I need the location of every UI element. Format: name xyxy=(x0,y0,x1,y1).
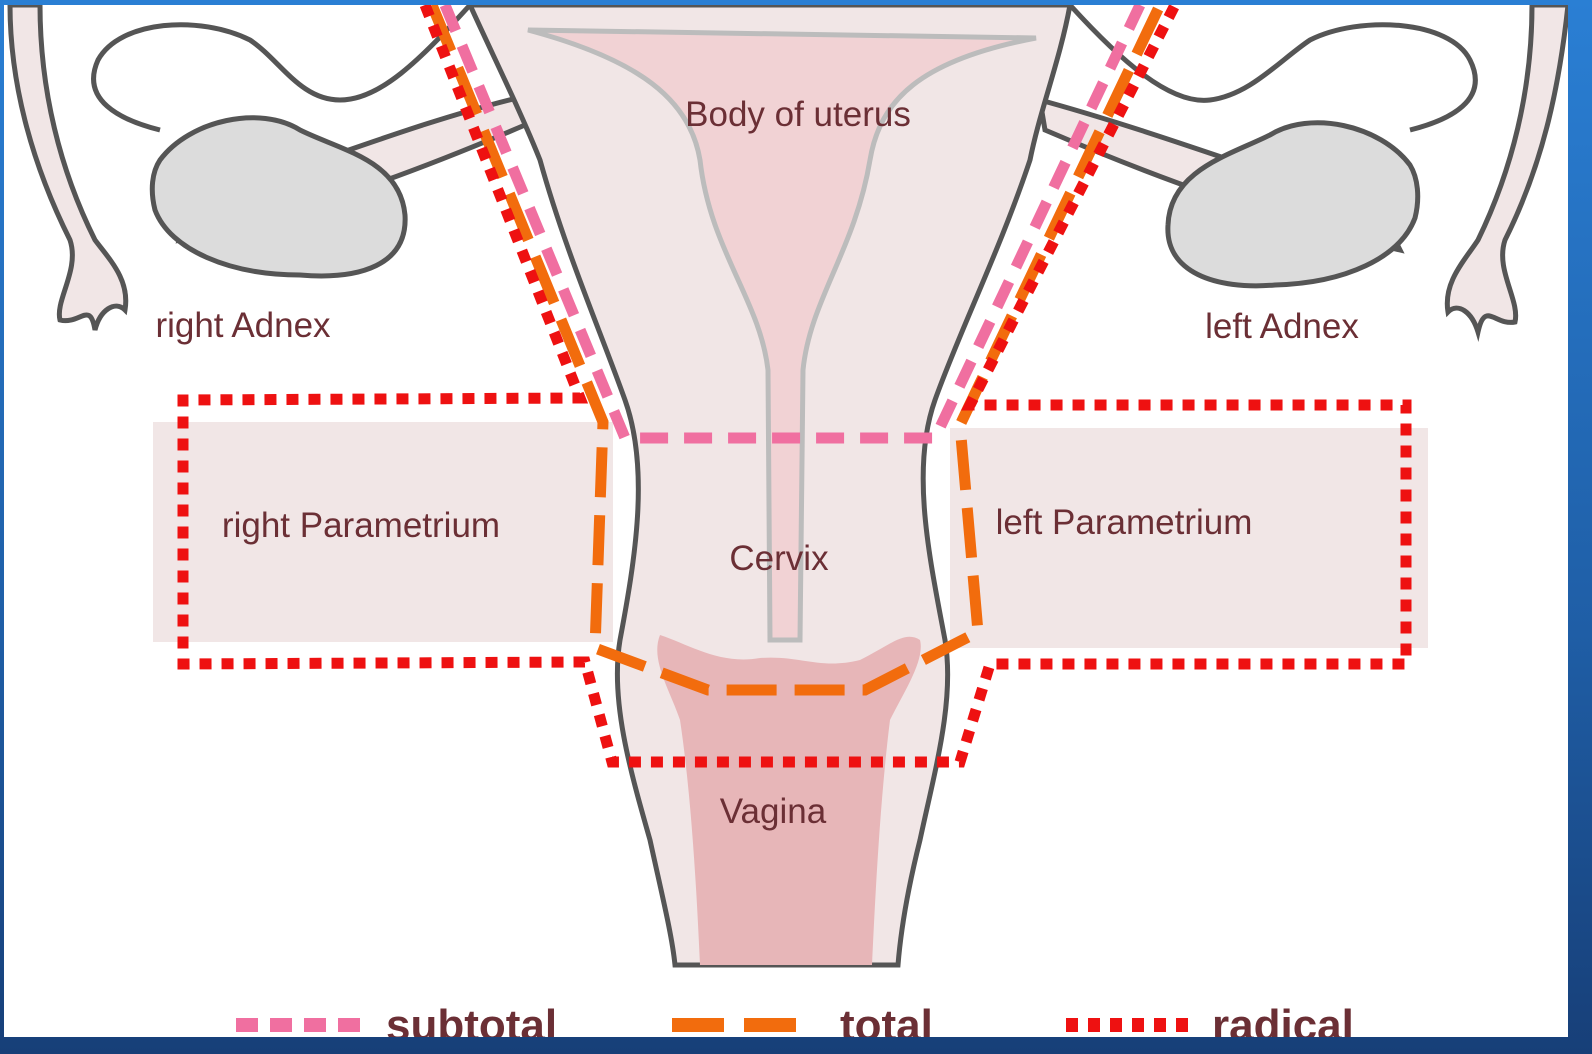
label-vagina: Vagina xyxy=(720,792,827,831)
legend-radical-label: radical xyxy=(1212,1001,1354,1037)
label-left-adnex: left Adnex xyxy=(1205,307,1359,346)
label-right-parametrium: right Parametrium xyxy=(222,506,500,545)
label-cervix: Cervix xyxy=(729,539,829,578)
label-body-of-uterus: Body of uterus xyxy=(685,95,911,134)
label-right-adnex: right Adnex xyxy=(155,306,331,345)
label-left-parametrium: left Parametrium xyxy=(996,503,1253,542)
legend: subtotal total radical xyxy=(236,1001,1354,1037)
legend-subtotal-label: subtotal xyxy=(386,1001,557,1037)
diagram-canvas: Body of uterus right Adnex left Adnex ri… xyxy=(4,5,1568,1037)
left-ovary-icon xyxy=(1168,123,1418,286)
legend-total-label: total xyxy=(840,1001,933,1037)
hysterectomy-diagram: Body of uterus right Adnex left Adnex ri… xyxy=(4,5,1568,1037)
